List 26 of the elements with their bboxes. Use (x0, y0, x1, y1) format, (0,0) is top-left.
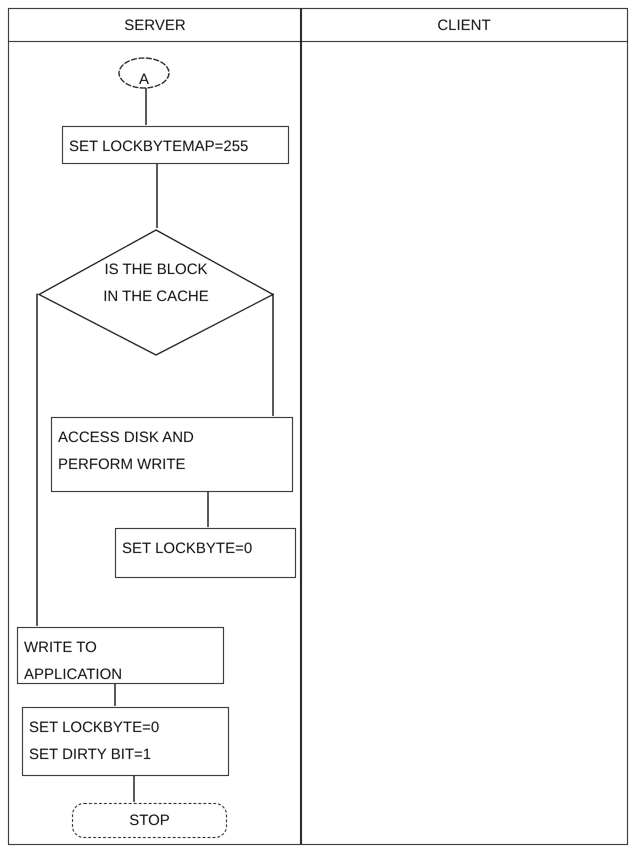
node-text: ACCESS DISK AND PERFORM WRITE (58, 428, 195, 475)
connector-line (133, 774, 135, 802)
process-box (17, 627, 224, 684)
node-text: SET LOCKBYTE=0 (122, 539, 252, 559)
connector-line (156, 162, 158, 228)
process-box (62, 126, 289, 164)
lane-header: CLIENT (301, 9, 627, 42)
connector-line (272, 292, 274, 416)
node-text: IS THE BLOCK IN THE CACHE (102, 260, 210, 306)
connector-line (114, 682, 116, 706)
node-text: STOP (129, 811, 170, 831)
connector-line (145, 87, 147, 125)
node-text: WRITE TO APPLICATION (24, 638, 124, 685)
lane-header: SERVER (9, 9, 301, 42)
process-box (51, 417, 293, 492)
process-box (115, 528, 296, 578)
node-text: SET LOCKBYTEMAP=255 (69, 137, 248, 157)
node-text: SET LOCKBYTE=0 (29, 718, 160, 738)
connector-line (36, 292, 38, 626)
process-box (22, 707, 229, 776)
node-text: A (138, 70, 149, 90)
swimlane (300, 8, 628, 845)
swimlane (8, 8, 302, 845)
connector-line (207, 490, 209, 527)
terminal-box (72, 803, 227, 838)
node-text: SET DIRTY BIT=1 (29, 745, 152, 765)
